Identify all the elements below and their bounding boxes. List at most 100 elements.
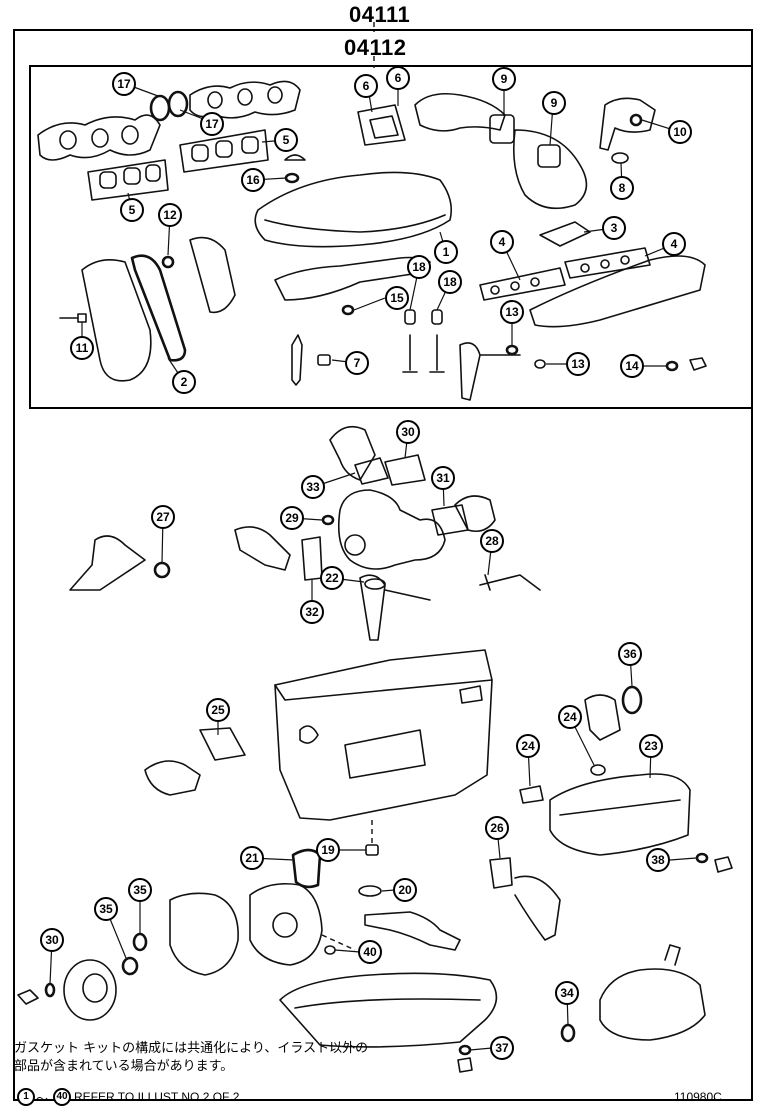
- callout-24: 24: [516, 734, 540, 758]
- o-ring-8: [611, 152, 629, 164]
- manifold-gasket-5-left: [87, 159, 169, 201]
- callout-15: 15: [385, 286, 409, 310]
- callout-30: 30: [40, 928, 64, 952]
- callout-9: 9: [492, 67, 516, 91]
- illustration-id: 110980C: [674, 1090, 722, 1104]
- gasket-13b: [534, 359, 546, 369]
- front-cover: [169, 892, 239, 976]
- range-end-callout: 40: [53, 1088, 71, 1106]
- gasket-29: [321, 514, 335, 526]
- plug-38: [714, 856, 733, 873]
- callout-30: 30: [396, 420, 420, 444]
- callout-5: 5: [274, 128, 298, 152]
- callout-12: 12: [158, 203, 182, 227]
- water-hose-26: [489, 857, 561, 941]
- callout-21: 21: [240, 846, 264, 870]
- oil-cooler-23: [549, 773, 691, 856]
- seal-15: [341, 304, 355, 316]
- callout-2: 2: [172, 370, 196, 394]
- gasket-20: [358, 885, 382, 897]
- o-ring-27: [153, 561, 171, 579]
- turbocharger: [337, 489, 446, 570]
- oil-filter-bracket-36: [584, 694, 621, 741]
- callout-23: 23: [639, 734, 663, 758]
- range-separator: ～: [36, 1092, 49, 1106]
- inner-kit-frame: [29, 65, 753, 409]
- gasket-30: [384, 454, 426, 486]
- callout-27: 27: [151, 505, 175, 529]
- callout-31: 31: [431, 466, 455, 490]
- o-ring-34: [560, 1023, 576, 1043]
- callout-18: 18: [407, 255, 431, 279]
- exhaust-manifold-gasket-left: [37, 114, 161, 161]
- washer-16: [284, 172, 300, 184]
- callout-40: 40: [358, 940, 382, 964]
- timing-belt-cover: [81, 259, 152, 382]
- seal-35b: [121, 956, 139, 976]
- callout-28: 28: [480, 529, 504, 553]
- case-to-40-line: [321, 934, 356, 951]
- callout-25: 25: [206, 698, 230, 722]
- water-outlet-10: [599, 97, 656, 151]
- callout-13: 13: [566, 352, 590, 376]
- intake-manifold-body: [529, 255, 706, 328]
- kit-composition-note: ガスケット キットの構成には共通化により、イラスト以外の 部品が含まれている場合…: [14, 1040, 434, 1076]
- oil-pipe-28: [479, 574, 541, 591]
- bolt-11: [59, 313, 87, 323]
- callout-24: 24: [558, 705, 582, 729]
- callout-35: 35: [128, 878, 152, 902]
- seal-30b: [44, 982, 56, 998]
- callout-10: 10: [668, 120, 692, 144]
- callout-37: 37: [490, 1036, 514, 1060]
- timing-gear-case: [249, 882, 323, 966]
- callout-26: 26: [485, 816, 509, 840]
- callout-11: 11: [70, 336, 94, 360]
- nut-16: [284, 154, 306, 161]
- gasket-3: [539, 221, 591, 247]
- seal-35a: [132, 932, 148, 952]
- refer-illust-text: REFER TO ILLUST NO.2 OF 2: [74, 1090, 240, 1104]
- callout-38: 38: [646, 848, 670, 872]
- oil-strainer-20: [364, 911, 461, 951]
- callout-20: 20: [393, 878, 417, 902]
- seal-40: [324, 945, 336, 955]
- gasket-33: [354, 457, 389, 485]
- callout-14: 14: [620, 354, 644, 378]
- manifold-gasket-5-right: [179, 129, 269, 173]
- callout-36: 36: [618, 642, 642, 666]
- callout-33: 33: [301, 475, 325, 499]
- seal-19: [365, 844, 379, 856]
- oil-pump-assembly: [599, 944, 706, 1041]
- oil-return-pipe-22: [359, 574, 431, 641]
- callout-4: 4: [490, 230, 514, 254]
- gasket-38: [695, 852, 709, 864]
- oil-pipe: [459, 342, 521, 401]
- callout-3: 3: [602, 216, 626, 240]
- oil-pan: [279, 972, 498, 1048]
- valve-stem-seals-18: [402, 309, 445, 373]
- callout-29: 29: [280, 506, 304, 530]
- callout-1: 1: [434, 240, 458, 264]
- outer-kit-frame: [13, 29, 753, 1101]
- callout-6: 6: [386, 66, 410, 90]
- callout-16: 16: [241, 168, 265, 192]
- plug-37: [457, 1057, 473, 1073]
- crankshaft-pulley: [63, 959, 117, 1021]
- cylinder-head-cover-gasket: [254, 171, 453, 248]
- oil-cooler-gasket-6: [357, 104, 406, 146]
- callout-8: 8: [610, 176, 634, 200]
- callout-6: 6: [354, 74, 378, 98]
- callout-13: 13: [500, 300, 524, 324]
- intake-pipe-lower: [512, 129, 588, 210]
- inner-kit-code: 04112: [344, 35, 407, 60]
- exhaust-elbow: [234, 526, 291, 571]
- seal-7: [317, 354, 331, 366]
- gasket-22: [364, 578, 386, 590]
- callout-18: 18: [438, 270, 462, 294]
- gasket-24a: [590, 764, 606, 776]
- gasket-21: [291, 848, 322, 889]
- ring-gasket-17a: [149, 94, 171, 122]
- rear-cover: [189, 236, 236, 314]
- intake-pipe-9: [414, 92, 515, 144]
- note-line-2: 部品が含まれている場合があります。: [14, 1059, 234, 1074]
